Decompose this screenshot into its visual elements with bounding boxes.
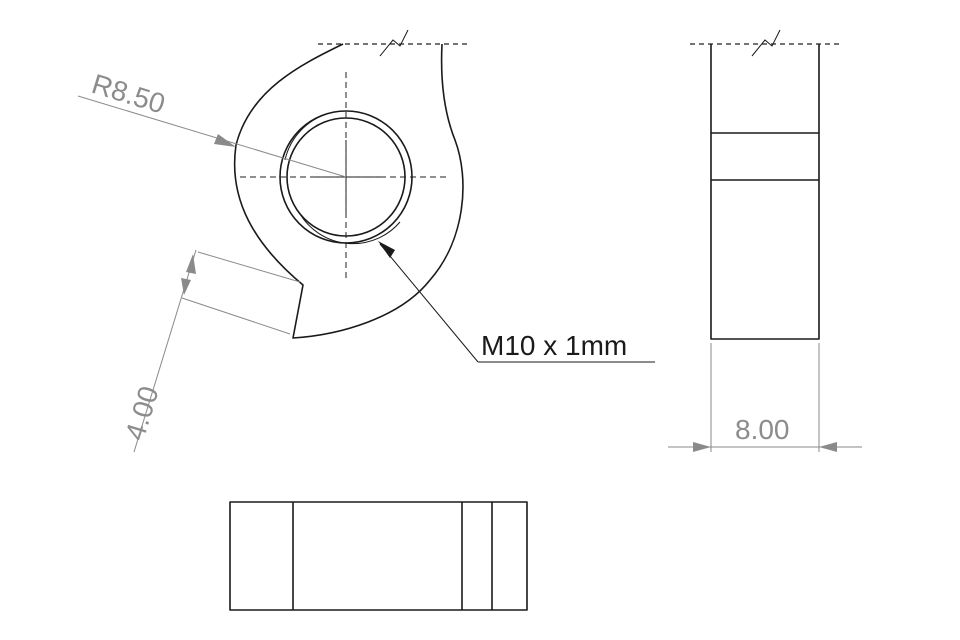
front-break-symbol [379, 29, 409, 57]
top-view [229, 501, 528, 611]
offset-arrowhead-bottom [181, 278, 191, 295]
width-dimension-label: 8.00 [735, 414, 790, 445]
thread-cosmetic-arc [299, 213, 401, 245]
top-outline [229, 501, 528, 611]
offset-extension-line-1 [197, 251, 301, 283]
width-arrowhead-right [819, 442, 837, 452]
front-outline [233, 43, 464, 339]
front-view: R8.50 4.00 M10 x 1mm [77, 29, 655, 453]
radius-dimension-label: R8.50 [88, 68, 169, 119]
offset-arrowhead-top [186, 254, 196, 274]
width-arrowhead-left [693, 442, 711, 452]
thread-leader-line [379, 243, 479, 363]
side-view: 8.00 [668, 29, 862, 452]
offset-extension-line-2 [181, 297, 291, 335]
radius-leader-line [77, 95, 347, 178]
radius-arrowhead [214, 134, 236, 147]
offset-dimension-label: 4.00 [119, 383, 165, 444]
thread-callout-label: M10 x 1mm [481, 330, 627, 361]
side-outline [710, 44, 820, 340]
thread-cosmetic-arc-2 [284, 112, 331, 161]
side-break-symbol [751, 29, 781, 57]
thread-arrowhead [378, 241, 395, 258]
